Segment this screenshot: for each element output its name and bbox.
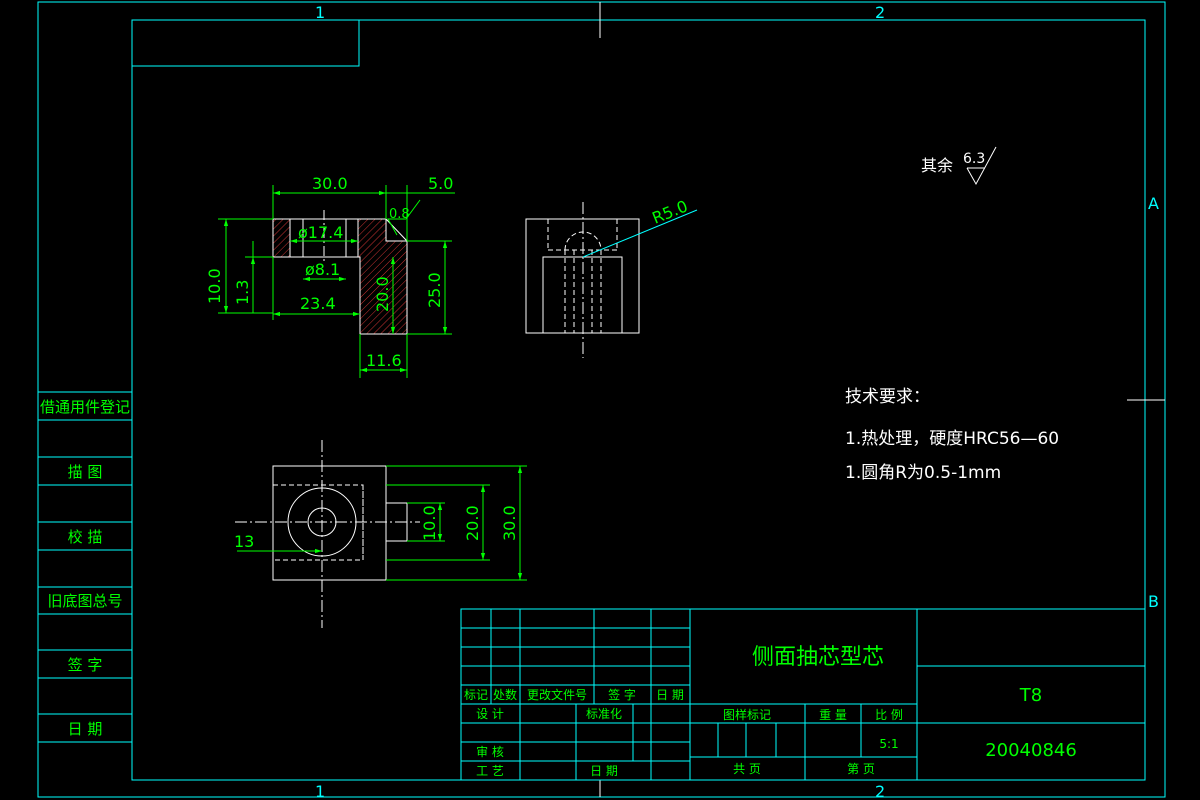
tech-line-1: 1.热处理，硬度HRC56—60	[845, 429, 1059, 449]
dim-top-30: 30.0	[312, 174, 348, 193]
side-label-borrow: 借通用件登记	[40, 398, 130, 416]
zone-col2-bottom: 2	[875, 782, 885, 800]
section-view: 30.0 5.0 0.8 ø17.4 ø8.1 23.4 11.6 10.0 1…	[205, 174, 455, 378]
roughness-icon	[966, 146, 997, 186]
side-label-old-number: 旧底图总号	[47, 592, 122, 610]
tb-header-chushu: 处数	[493, 687, 517, 702]
tb-header-biaoji: 标记	[464, 688, 488, 702]
tb-sheet-no: 第 页	[847, 762, 875, 776]
tb-standardize: 标准化	[586, 707, 622, 721]
dim-w-116: 11.6	[366, 351, 402, 370]
zone-labels: 1 2 1 2 A B	[315, 3, 1159, 800]
dim-dia-174: ø17.4	[298, 223, 343, 242]
tb-part-name: 侧面抽芯型芯	[752, 645, 884, 670]
zone-col1-bottom: 1	[315, 782, 325, 800]
dim-plan-200: 20.0	[463, 505, 482, 541]
tb-review: 审 核	[476, 744, 504, 759]
side-label-sign: 签 字	[68, 656, 103, 674]
title-block: 标记 处数 更改文件号 签 字 日 期 设 计 标准化 审 核 工 艺 日 期 …	[460, 608, 1146, 781]
technical-requirements: 技术要求： 1.热处理，硬度HRC56—60 1.圆角R为0.5-1mm	[845, 387, 1059, 483]
tb-scale-value: 5:1	[879, 737, 898, 751]
dim-left-13: 1.3	[233, 280, 252, 305]
dim-plan-13: 13	[234, 532, 254, 551]
tb-header-qianzi: 签 字	[608, 687, 636, 702]
zone-col2-top: 2	[875, 3, 885, 22]
tb-material: T8	[1019, 685, 1042, 706]
tb-header-gaiwen: 更改文件号	[527, 687, 587, 702]
tb-stage-mark: 图样标记	[723, 707, 771, 722]
tech-line-2: 1.圆角R为0.5-1mm	[845, 463, 1001, 483]
side-registration-table: 借通用件登记 描 图 校 描 旧底图总号 签 字 日 期	[38, 391, 132, 743]
dim-h-200: 20.0	[373, 276, 392, 312]
dim-plan-100: 10.0	[420, 505, 439, 541]
tb-header-riqi: 日 期	[656, 688, 684, 702]
tb-drawing-number: 20040846	[985, 740, 1077, 761]
tb-sheets-total: 共 页	[733, 762, 761, 776]
surface-finish-prefix: 其余	[921, 156, 953, 175]
plan-view: 13 10.0 20.0 30.0	[234, 440, 527, 628]
dim-dia-81: ø8.1	[305, 260, 340, 279]
dim-h-250: 25.0	[425, 272, 444, 308]
tech-title: 技术要求：	[845, 387, 930, 407]
tb-design: 设 计	[476, 707, 504, 721]
dim-left-100: 10.0	[205, 268, 224, 304]
side-label-date: 日 期	[68, 720, 103, 738]
dim-plan-300: 30.0	[500, 505, 519, 541]
drawing-frame	[37, 1, 1166, 798]
side-label-check: 校 描	[68, 528, 103, 546]
tb-weight: 重 量	[819, 708, 847, 722]
dim-roughness-08: 0.8	[389, 207, 410, 222]
surface-finish-note: 其余 6.3	[921, 146, 997, 186]
zone-col1-top: 1	[315, 3, 325, 22]
dim-w-234: 23.4	[300, 294, 336, 313]
dim-top-5: 5.0	[428, 174, 453, 193]
tb-scale-label: 比 例	[875, 708, 903, 722]
surface-finish-value: 6.3	[963, 151, 985, 167]
tb-process: 工 艺	[476, 764, 504, 778]
side-view: R5.0	[525, 196, 698, 358]
tb-date: 日 期	[590, 764, 618, 778]
zone-row-b: B	[1148, 592, 1159, 611]
side-label-trace: 描 图	[68, 463, 103, 481]
dim-r-50: R5.0	[649, 196, 690, 227]
zone-row-a: A	[1148, 194, 1159, 213]
